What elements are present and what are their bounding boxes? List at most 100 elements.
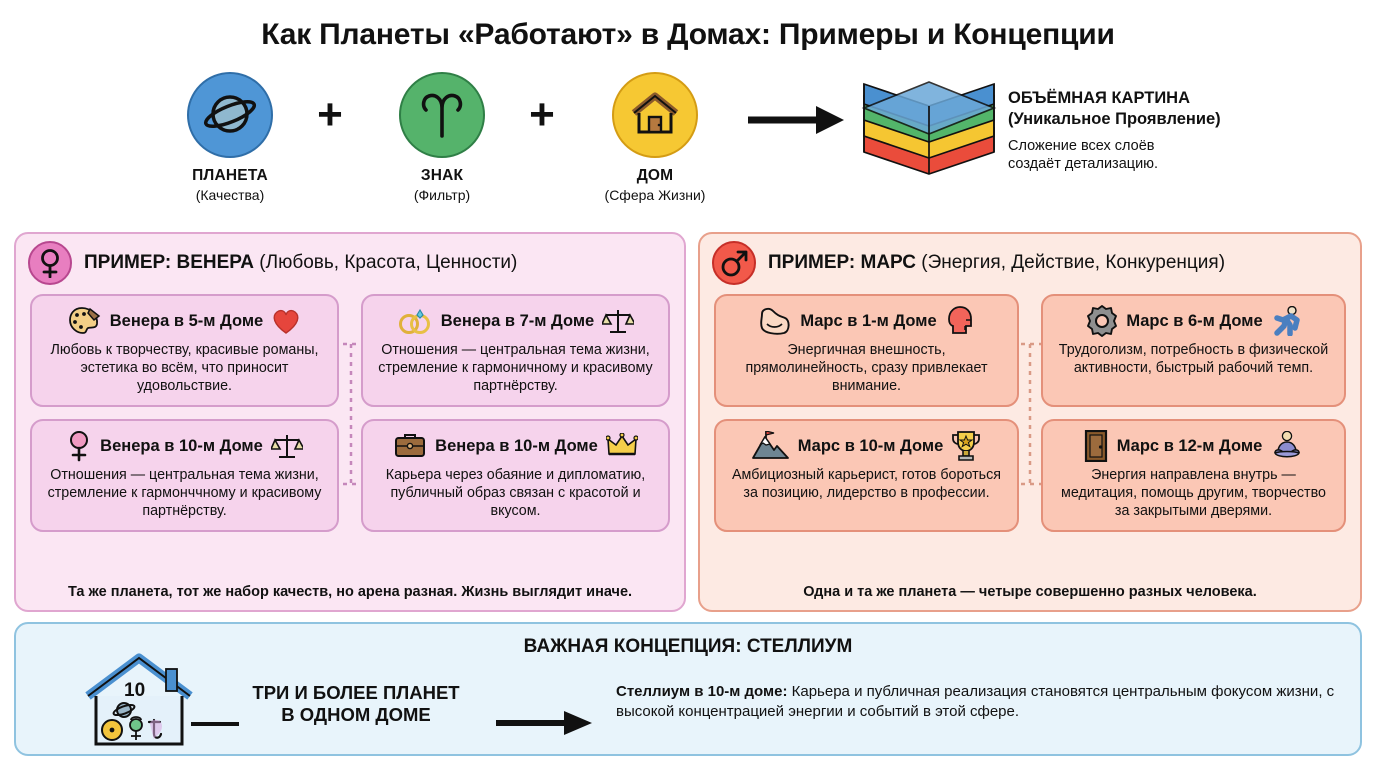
stack-text-block: ОБЪЁМНАЯ КАРТИНА (Уникальное Проявление)… bbox=[1008, 88, 1368, 174]
card-body: Энергия направлена внутрь — медитация, п… bbox=[1061, 467, 1326, 519]
venus-card-house10-b[interactable]: Венера в 10-м Доме Карьера через обаяние… bbox=[361, 419, 670, 532]
card-body: Энергичная внешность, прямолинейность, с… bbox=[745, 342, 988, 394]
venus-card-house7[interactable]: Венера в 7-м Доме Отношения — центральна… bbox=[361, 294, 670, 407]
gear-icon bbox=[1087, 305, 1118, 337]
mars-card-house6[interactable]: Марс в 6-м Доме Трудоголизм, потребность… bbox=[1041, 294, 1346, 407]
stack-caption-line1: Сложение всех слоёв bbox=[1008, 138, 1155, 155]
planet-circle bbox=[187, 72, 273, 158]
card-header: Марс в 10-м Доме bbox=[726, 429, 1007, 463]
mars-card-house1[interactable]: Марс в 1-м Доме Энергичная внешность, пр… bbox=[714, 294, 1019, 407]
stellium-desc-rest: Карьера и публичная реализация становятс… bbox=[616, 683, 1335, 721]
card-title: Марс в 1-м Доме bbox=[800, 311, 937, 330]
stellium-house-number: 10 bbox=[124, 680, 145, 701]
stellium-connector-line bbox=[191, 722, 239, 726]
venus-symbol-icon bbox=[70, 431, 89, 462]
formula-sublabel: (Фильтр) bbox=[413, 187, 471, 203]
house-with-planets-icon: 10 bbox=[85, 653, 193, 746]
aries-sign-icon bbox=[421, 93, 463, 138]
stellium-description: Стеллиум в 10-м доме: Карьера и публична… bbox=[616, 682, 1346, 723]
card-header: Венера в 10-м Доме bbox=[373, 429, 658, 463]
card-body: Амбициозный карьерист, готов бороться за… bbox=[732, 467, 1001, 501]
stellium-middle-line2: В ОДНОМ ДОМЕ bbox=[281, 704, 431, 726]
scales-icon bbox=[270, 435, 303, 458]
planet-saturn-icon bbox=[203, 95, 257, 133]
mars-symbol-icon bbox=[721, 250, 748, 277]
formula-sublabel: (Сфера Жизни) bbox=[604, 187, 706, 203]
sign-circle bbox=[399, 72, 485, 158]
wedding-rings-icon bbox=[398, 308, 430, 334]
flexed-biceps-icon bbox=[760, 307, 790, 335]
meditation-icon bbox=[1274, 431, 1301, 458]
house-icon bbox=[631, 92, 679, 134]
briefcase-icon bbox=[395, 434, 426, 457]
formula-row: ПЛАНЕТА (Качества) + ЗНАК (Фильтр) + bbox=[0, 72, 1376, 222]
mountain-flag-icon bbox=[751, 431, 789, 459]
card-title: Венера в 10-м Доме bbox=[100, 436, 263, 455]
card-body: Трудоголизм, потребность в физической ак… bbox=[1058, 342, 1329, 376]
mars-panel-title: ПРИМЕР: МАРС (Энергия, Действие, Конкуре… bbox=[768, 252, 1225, 274]
card-header: Марс в 12-м Доме bbox=[1053, 429, 1334, 463]
mars-panel-header: ПРИМЕР: МАРС (Энергия, Действие, Конкуре… bbox=[700, 234, 1360, 285]
runner-icon bbox=[1273, 306, 1300, 336]
formula-item-planet: ПЛАНЕТА (Качества) bbox=[150, 72, 310, 203]
venus-panel-header: ПРИМЕР: ВЕНЕРА (Любовь, Красота, Ценност… bbox=[16, 234, 684, 285]
stellium-middle-line1: ТРИ И БОЛЕЕ ПЛАНЕТ bbox=[252, 682, 460, 703]
arrow-right-icon bbox=[748, 106, 844, 134]
stack-heading-line2: (Уникальное Проявление) bbox=[1008, 109, 1221, 128]
card-header: Венера в 5-м Доме bbox=[42, 304, 327, 338]
card-header: Марс в 6-м Доме bbox=[1053, 304, 1334, 338]
heart-icon bbox=[273, 309, 299, 334]
card-title: Венера в 5-м Доме bbox=[109, 311, 264, 330]
venus-card-house5[interactable]: Венера в 5-м Доме Любовь к творчеству, к… bbox=[30, 294, 339, 407]
stellium-title: ВАЖНАЯ КОНЦЕПЦИЯ: СТЕЛЛИУМ bbox=[523, 636, 853, 657]
stack-heading-line1: ОБЪЁМНАЯ КАРТИНА bbox=[1008, 89, 1191, 107]
venus-footnote: Та же планета, тот же набор качеств, но … bbox=[67, 584, 633, 600]
venus-cards-grid: Венера в 5-м Доме Любовь к творчеству, к… bbox=[16, 282, 684, 532]
head-profile-icon bbox=[947, 306, 972, 334]
scales-icon bbox=[602, 310, 635, 333]
card-body: Карьера через обаяние и дипломатию, публ… bbox=[385, 467, 646, 519]
card-body: Отношения — центральная тема жизни, стре… bbox=[47, 467, 322, 519]
card-body: Любовь к творчеству, красивые романы, эс… bbox=[50, 342, 319, 394]
mars-card-house10[interactable]: Марс в 10-м Доме Амбициозный карьерист, … bbox=[714, 419, 1019, 532]
card-header: Венера в 7-м Доме bbox=[373, 304, 658, 338]
crown-icon bbox=[605, 433, 638, 456]
venus-title-bold: ПРИМЕР: ВЕНЕРА bbox=[84, 252, 255, 273]
card-header: Венера в 10-м Доме bbox=[42, 429, 327, 463]
trophy-icon bbox=[952, 431, 981, 461]
mars-title-light: (Энергия, Действие, Конкуренция) bbox=[915, 252, 1226, 273]
card-title: Марс в 10-м Доме bbox=[797, 436, 944, 455]
mars-title-bold: ПРИМЕР: МАРС bbox=[768, 252, 916, 273]
stack-caption-line2: создаёт детализацию. bbox=[1008, 156, 1159, 173]
card-title: Венера в 10-м Доме bbox=[435, 436, 598, 455]
formula-item-sign: ЗНАК (Фильтр) bbox=[362, 72, 522, 203]
plus-operator-2: + bbox=[529, 90, 555, 139]
mars-card-house12[interactable]: Марс в 12-м Доме Энергия направлена внут… bbox=[1041, 419, 1346, 532]
venus-example-panel: ПРИМЕР: ВЕНЕРА (Любовь, Красота, Ценност… bbox=[14, 232, 686, 612]
card-title: Марс в 6-м Доме bbox=[1126, 311, 1263, 330]
stellium-desc-bold: Стеллиум в 10-м доме: bbox=[616, 683, 788, 700]
venus-panel-title: ПРИМЕР: ВЕНЕРА (Любовь, Красота, Ценност… bbox=[84, 252, 517, 274]
venus-card-house10-a[interactable]: Венера в 10-м Доме Отношения — центральн… bbox=[30, 419, 339, 532]
arrow-right-icon bbox=[496, 711, 592, 735]
card-title: Венера в 7-м Доме bbox=[440, 311, 595, 330]
formula-label: ПЛАНЕТА bbox=[192, 167, 268, 184]
formula-item-house: ДОМ (Сфера Жизни) bbox=[575, 72, 735, 203]
card-header: Марс в 1-м Доме bbox=[726, 304, 1007, 338]
stellium-middle-label: ТРИ И БОЛЕЕ ПЛАНЕТ В ОДНОМ ДОМЕ bbox=[231, 682, 481, 726]
card-body: Отношения — центральная тема жизни, стре… bbox=[378, 342, 653, 394]
door-icon bbox=[1084, 430, 1107, 462]
mars-cards-grid: Марс в 1-м Доме Энергичная внешность, пр… bbox=[700, 282, 1360, 532]
card-title: Марс в 12-м Доме bbox=[1116, 436, 1263, 455]
palette-icon bbox=[68, 307, 100, 334]
venus-title-light: (Любовь, Красота, Ценности) bbox=[254, 252, 518, 273]
venus-badge bbox=[28, 241, 72, 285]
mars-footnote: Одна и та же планета — четыре совершенно… bbox=[803, 584, 1257, 600]
venus-symbol-icon bbox=[41, 249, 59, 278]
plus-operator-1: + bbox=[317, 90, 343, 139]
formula-sublabel: (Качества) bbox=[195, 187, 265, 203]
page-title: Как Планеты «Работают» в Домах: Примеры … bbox=[261, 18, 1115, 51]
house-circle bbox=[612, 72, 698, 158]
layered-stack-icon bbox=[861, 81, 997, 175]
